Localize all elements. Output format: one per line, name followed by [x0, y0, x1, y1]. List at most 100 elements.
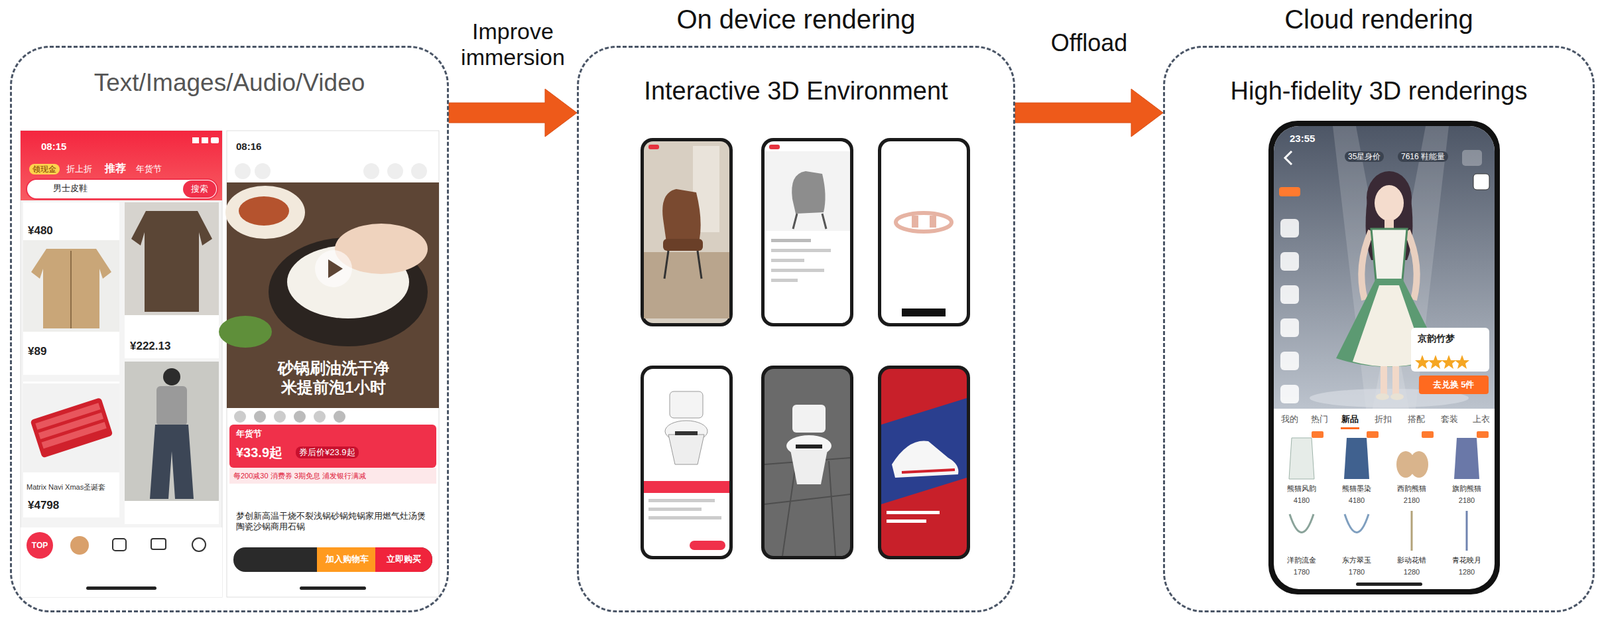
figure-rect — [20, 130, 223, 201]
figure-rect — [771, 278, 798, 282]
figure-circle — [314, 249, 353, 288]
figure-rect — [226, 182, 439, 408]
figure-rect — [881, 141, 967, 323]
screen-text: 1280 — [1458, 567, 1475, 577]
screen-text: 加入购物车 — [325, 553, 369, 565]
screen-text: 2180 — [1458, 495, 1475, 505]
block-arrow — [1015, 88, 1164, 137]
figure-path — [668, 434, 705, 465]
figure-path — [662, 188, 701, 243]
phone-avatar — [1268, 120, 1500, 595]
figure-polygon — [1428, 354, 1443, 369]
screen-text: 套装 — [1440, 413, 1459, 425]
figure-rect — [792, 404, 826, 433]
figure-rect — [675, 430, 698, 435]
screen-text: 搜索 — [190, 183, 209, 195]
figure-rect — [316, 547, 377, 572]
screen-text: 搭配 — [1407, 413, 1425, 425]
figure-rect — [29, 397, 113, 459]
figure-rect — [1418, 375, 1489, 394]
figure-rect — [1476, 430, 1489, 438]
figure-path — [881, 397, 967, 504]
figure-path — [131, 210, 213, 312]
figure-ellipse — [1366, 171, 1412, 225]
figure-rect — [1311, 430, 1324, 438]
figure-circle — [363, 163, 380, 180]
figure-path — [1344, 437, 1370, 479]
figure-rect — [771, 268, 825, 272]
figure-rect — [648, 515, 722, 520]
figure-ellipse — [238, 196, 290, 226]
figure-circle — [234, 410, 247, 423]
figure-rect — [771, 248, 831, 252]
figure-rect — [764, 368, 851, 556]
figure-rect — [124, 202, 219, 315]
phone-bracelet — [877, 137, 971, 327]
figure-ellipse — [218, 315, 272, 348]
arrow-label: Improve immersion — [443, 18, 583, 71]
figure-circle — [273, 410, 286, 423]
figure-rect — [201, 137, 209, 144]
figure-rect — [1268, 120, 1500, 595]
figure-rect — [375, 547, 433, 572]
screen-text: 熊猫墨染 — [1342, 484, 1372, 493]
screen-text: 年货节 — [236, 428, 262, 439]
figure-rect — [1273, 125, 1495, 409]
figure-rect — [761, 365, 854, 559]
figure-rect — [640, 137, 733, 327]
figure-rect — [881, 368, 967, 556]
figure-rect — [151, 538, 166, 550]
figure-rect — [1421, 430, 1434, 438]
figure-group — [1273, 125, 1495, 409]
feed-screenshot — [20, 130, 223, 597]
screen-text: 35星身价 — [1344, 151, 1384, 162]
figure-rect — [1366, 430, 1379, 438]
figure-line — [1411, 510, 1414, 551]
figure-rect — [229, 467, 437, 484]
screen-text: 1280 — [1403, 567, 1420, 577]
screen-text: 砂锅刷油洗干净 米提前泡1小时 — [273, 358, 394, 398]
figure-path — [328, 259, 343, 278]
figure-circle — [234, 163, 251, 180]
figure-rect — [648, 507, 702, 511]
video-screenshot — [218, 130, 439, 597]
panel-subtitle: Interactive 3D Environment — [643, 76, 948, 107]
screen-text: 旗韵熊猫 — [1452, 484, 1482, 493]
screen-text: 去兑换 5件 — [1432, 379, 1475, 390]
figure-path — [1344, 513, 1369, 533]
figure-circle — [293, 410, 306, 423]
figure-rect — [643, 368, 730, 556]
figure-circle — [70, 535, 89, 555]
figure-rect — [20, 527, 223, 597]
screen-text: 西韵熊猫 — [1397, 484, 1427, 493]
figure-rect — [124, 361, 219, 524]
figure-rect — [210, 137, 219, 144]
screen-text: 京韵竹梦 — [1417, 332, 1455, 345]
figure-circle — [253, 410, 266, 423]
dashed-panel: Cloud renderingHigh-fidelity 3D renderin… — [1163, 45, 1595, 613]
figure-circle — [26, 531, 54, 559]
screen-text: 洋韵流金 — [1287, 555, 1317, 565]
figure-rect — [23, 240, 120, 332]
figure-rect — [1380, 366, 1388, 396]
figure-group — [29, 397, 113, 459]
figure-rect — [669, 391, 703, 418]
figure-rect — [911, 215, 919, 228]
screen-text: 男士皮鞋 — [53, 183, 88, 194]
figure-ellipse — [1390, 393, 1404, 400]
screen-text: ¥480 — [27, 224, 54, 238]
figure-rect — [1473, 173, 1490, 190]
screen-text: 我的 — [1281, 413, 1299, 425]
figure-rect — [901, 308, 946, 317]
phone-chair-model — [761, 137, 854, 327]
arrow-label: Offload — [1023, 29, 1156, 57]
figure-rect — [41, 421, 107, 449]
screen-text: 东方翠玉 — [1342, 555, 1372, 565]
figure-ellipse — [1409, 450, 1429, 478]
figure-rect — [1462, 149, 1482, 166]
screen-text: 1780 — [1348, 567, 1365, 577]
screen-text: 热门 — [1310, 413, 1329, 425]
figure-line — [664, 250, 669, 279]
figure-polygon — [1332, 125, 1410, 409]
